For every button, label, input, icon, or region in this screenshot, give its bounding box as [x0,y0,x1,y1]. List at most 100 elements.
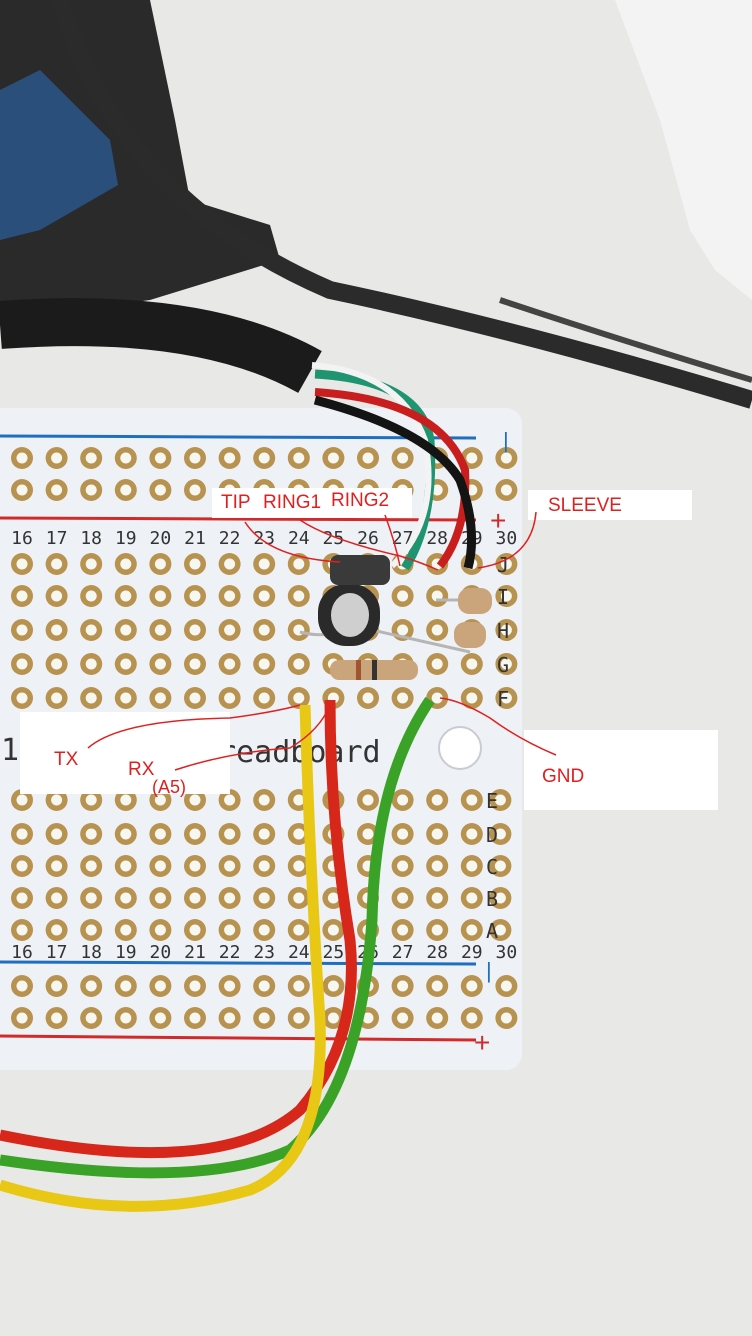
rail-line-red-top [0,516,477,522]
resistor-1-band-2 [372,660,377,680]
leader-rx [174,704,331,771]
wire-red-top [314,388,470,569]
pad-hole [154,924,166,936]
pad-hole [494,924,506,936]
pad-hole [397,860,409,872]
pad-hole [293,558,305,570]
pad-hole [85,892,97,904]
pad-hole [397,452,409,464]
column-label: 25 [323,942,345,963]
board-title-fragment: 1 [1,733,19,768]
column-label: 18 [80,528,102,549]
pad-hole [466,860,478,872]
label-ring1: RING1 [263,492,322,513]
pad-hole [397,1012,409,1024]
pad-hole [431,980,443,992]
pad-hole [431,484,443,496]
pad-hole [120,692,132,704]
column-label: 24 [288,528,310,549]
label-a5: (A5) [152,777,187,797]
pad-hole [224,558,236,570]
pad-hole [293,980,305,992]
pad-hole [120,590,132,602]
pad-hole [16,558,28,570]
pad-hole [154,624,166,636]
background-cable-2 [499,297,752,383]
row-label: H [497,619,509,643]
pad-hole [154,860,166,872]
pad-hole [327,892,339,904]
pad-hole [224,590,236,602]
row-label: D [486,823,498,847]
rail-line-blue-top [0,434,477,440]
pad-hole [494,794,506,806]
pad-hole [51,590,63,602]
capacitor-top [331,593,369,637]
label-tx: TX [54,749,79,770]
resistor-1-band [356,660,361,680]
device-blue-panel [0,70,118,240]
pad-hole [258,452,270,464]
pad-hole [362,794,374,806]
leader-ring1 [299,519,439,571]
column-label: 17 [46,528,68,549]
pad-hole [258,860,270,872]
pad-hole [51,980,63,992]
column-label: 23 [253,942,275,963]
pad-hole [85,1012,97,1024]
pad-hole [466,828,478,840]
row-label: B [486,887,498,911]
pad-hole [397,892,409,904]
wire-green-top [314,369,436,571]
pad-hole [120,828,132,840]
pad-hole [16,828,28,840]
pad-hole [16,692,28,704]
label-box-gnd [524,730,718,810]
pad-hole [189,980,201,992]
label-box-tx-rx [20,712,230,794]
row-label: F [497,687,509,711]
column-label: 18 [80,942,102,963]
pad-hole [85,590,97,602]
jumper-wires [0,696,435,1212]
pad-hole [327,924,339,936]
pad-hole [154,980,166,992]
column-label: 25 [323,528,345,549]
pad-hole [16,860,28,872]
pad-hole [397,590,409,602]
pad-hole [500,452,512,464]
pad-hole [85,452,97,464]
annotation-lines [87,511,557,771]
pad-hole [16,590,28,602]
pad-hole [189,658,201,670]
label-box-tip-ring [212,488,412,518]
column-label: 30 [496,528,518,549]
pad-hole [154,484,166,496]
pad-hole [224,860,236,872]
pad-hole [258,590,270,602]
pad-hole [431,658,443,670]
pad-hole [120,1012,132,1024]
column-label: 28 [426,942,448,963]
pad-hole [293,1012,305,1024]
pad-hole [120,860,132,872]
pad-hole [51,924,63,936]
pad-hole [466,658,478,670]
column-label: 19 [115,528,137,549]
pad-hole [120,892,132,904]
leader-ring2 [384,514,401,567]
wire-green-jumper [0,696,435,1179]
pad-hole [51,794,63,806]
pad-hole [431,924,443,936]
pad-hole [431,892,443,904]
pad-hole [362,828,374,840]
pad-hole [51,658,63,670]
pad-hole [466,924,478,936]
pad-hole [154,590,166,602]
pad-hole [51,828,63,840]
row-label: G [497,653,509,677]
pad-hole [51,860,63,872]
pad-hole [85,828,97,840]
pad-hole [189,860,201,872]
